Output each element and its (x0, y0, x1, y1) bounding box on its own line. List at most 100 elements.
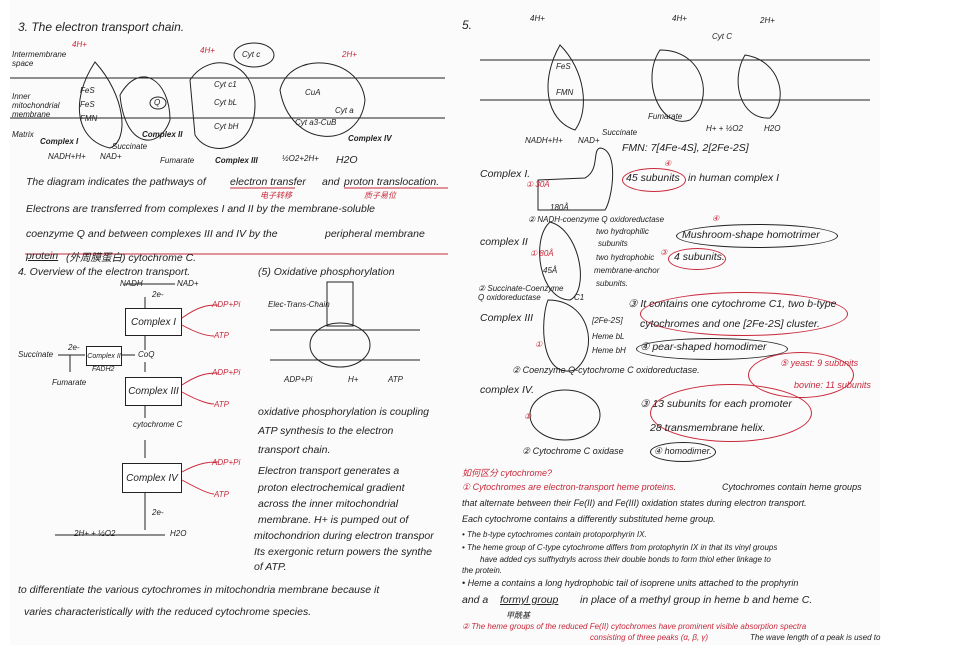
complex-2-note: two hydrophobic (596, 253, 655, 262)
annotation-number: ④ (664, 159, 672, 168)
complex-3-contains: ③ It contains one cytochrome C1, two b-t… (628, 298, 837, 310)
complex-4-name: ② Cytochrome C oxidase (522, 446, 624, 456)
oxphos-text: of ATP. (254, 561, 287, 573)
annotation-number: ③ (660, 248, 668, 257)
label-cyta: Cyt a (335, 106, 354, 115)
footer-text: to differentiate the various cytochromes… (18, 584, 380, 596)
flow-cytochrome-c: cytochrome C (133, 420, 183, 429)
complex-1-name: ② NADH-coenzyme Q oxidoreductase (528, 215, 665, 224)
cyto-text: The wave length of α peak is used to (750, 633, 881, 642)
label-cyta3: Cyt a3-CuB (295, 118, 337, 127)
complex-1-subunits: 45 subunits (626, 172, 680, 184)
label-complex-3: Complex III (215, 156, 258, 165)
term-proton-translocation: proton translocation. (344, 176, 440, 188)
label-o2: ½O2+2H+ (282, 154, 319, 163)
label-2h: 2H+ (760, 16, 775, 25)
heading-3: 3. The electron transport chain. (18, 20, 185, 34)
cyto-text: consisting of three peaks (α, β, γ) (590, 633, 709, 642)
heading-5: (5) Oxidative phosphorylation (258, 266, 395, 278)
annotation-cn: 质子易位 (364, 191, 396, 200)
label-4h: 4H+ (672, 14, 687, 23)
flow-nad: NAD+ (177, 279, 199, 288)
flow-nadh: NADH (120, 279, 143, 288)
fmn-note: FMN: 7[4Fe-4S], 2[2Fe-2S] (622, 142, 749, 154)
subunits-circle (622, 168, 686, 192)
label-matrix: Matrix (12, 130, 34, 139)
cyto-text: ① Cytochromes are electron-transport hem… (462, 482, 677, 492)
flow-atp-3: ATP (214, 400, 229, 409)
label-nad: NAD+ (578, 136, 600, 145)
annotation-number: ④ (712, 214, 720, 223)
left-page (10, 0, 455, 645)
shape-circle (636, 338, 788, 360)
oxphos-text: across the inner mitochondrial (258, 498, 399, 510)
cyto-text: Each cytochrome contains a differently s… (462, 514, 716, 524)
oxphos-text: oxidative phosphorylation is coupling (258, 406, 430, 418)
annotation-cn: 电子转移 (260, 191, 292, 200)
label-4h: 4H+ (530, 14, 545, 23)
complex-3-part: Heme bH (592, 346, 626, 355)
subunits-circle (668, 248, 726, 270)
paragraph-text: The diagram indicates the pathways of (26, 176, 206, 188)
complex-3-part: Heme bL (592, 332, 625, 341)
flow-complex-1: Complex I (125, 308, 182, 336)
flow-complex-4: Complex IV (122, 463, 182, 493)
flow-coq: CoQ (138, 350, 155, 359)
complex-2-shape: Mushroom-shape homotrimer (682, 229, 820, 241)
label-cytc: Cyt c (242, 50, 261, 59)
oxphos-text: proton electrochemical gradient (258, 482, 405, 494)
label-succinate: Succinate (602, 128, 638, 137)
cyto-text: and a (462, 594, 489, 606)
cyto-text: Cytochromes contain heme groups (722, 482, 862, 492)
complex-1-width: 180Å (550, 203, 569, 212)
synthase-h: H+ (348, 375, 359, 384)
label-fmn: FMN (80, 114, 98, 123)
label-o2: H+ + ½O2 (706, 124, 743, 133)
flow-o2: 2H+ + ½O2 (74, 529, 116, 538)
complex-4-subunits: ③ 13 subunits for each promoter (640, 398, 792, 410)
oxphos-text: Electron transport generates a (258, 465, 400, 477)
term-formyl-group: formyl group (500, 594, 559, 606)
complex-3-part: [2Fe-2S] (592, 316, 623, 325)
oxphos-text: Its exergonic return powers the synthe (254, 546, 433, 558)
paragraph-text: Electrons are transferred from complexes… (26, 203, 375, 215)
heading-4: 4. Overview of the electron transport. (18, 266, 191, 278)
flow-adp-4: ADP+Pi (212, 458, 241, 467)
species-yeast: ⑤ yeast: 9 subunits (780, 358, 859, 368)
label-h2o: H2O (764, 124, 781, 133)
complex-1-label: Complex I. (480, 168, 531, 180)
complex-2-note: membrane-anchor (594, 266, 660, 275)
label-4h: 4H+ (72, 40, 87, 49)
flow-succinate: Succinate (18, 350, 54, 359)
annotation-number: ① (535, 340, 543, 349)
label-cyt-c1: Cyt c1 (214, 80, 237, 89)
flow-fadh2: FADH2 (92, 366, 115, 373)
cyto-text: that alternate between their Fe(II) and … (462, 498, 807, 508)
flow-2e: 2e- (152, 290, 164, 299)
complex-1-subunits-text: in human complex I (688, 172, 780, 184)
complex-2-note: subunits (598, 239, 628, 248)
complex-2-name: ② Succinate-Coenzyme Q oxidoreductase (478, 284, 564, 302)
complex-2-note: subunits. (596, 279, 629, 288)
label-intermembrane: Intermembrane space (12, 50, 67, 68)
paragraph-text: and (322, 176, 340, 188)
complex-3-contains: cytochromes and one [2Fe-2S] cluster. (640, 318, 820, 330)
label-fes: FeS (556, 62, 571, 71)
complex-4-helix: 28 transmembrane helix. (650, 422, 766, 434)
complex-3-shape: ④ pear-shaped homodimer (640, 341, 767, 353)
synthase-adp: ADP+Pi (284, 375, 313, 384)
cyto-text: in place of a methyl group in heme b and… (580, 594, 813, 606)
cyto-text: the protein. (462, 566, 503, 575)
complex-2-label: complex II (480, 236, 528, 248)
oxphos-text: membrane. H+ is pumped out of (258, 514, 409, 526)
flow-h2o: H2O (170, 529, 187, 538)
complex-4-label: complex IV. (480, 384, 535, 396)
subunits-circle (650, 384, 812, 442)
cyto-text: • Heme a contains a long hydrophobic tai… (462, 578, 799, 588)
label-cytc: Cyt C (712, 32, 732, 41)
flow-adp-3: ADP+Pi (212, 368, 241, 377)
label-complex-1: Complex I (40, 137, 79, 146)
complex-4-shape: ④ homodimer. (654, 446, 712, 456)
cyto-text: • The b-type cytochromes contain protopo… (462, 530, 647, 539)
